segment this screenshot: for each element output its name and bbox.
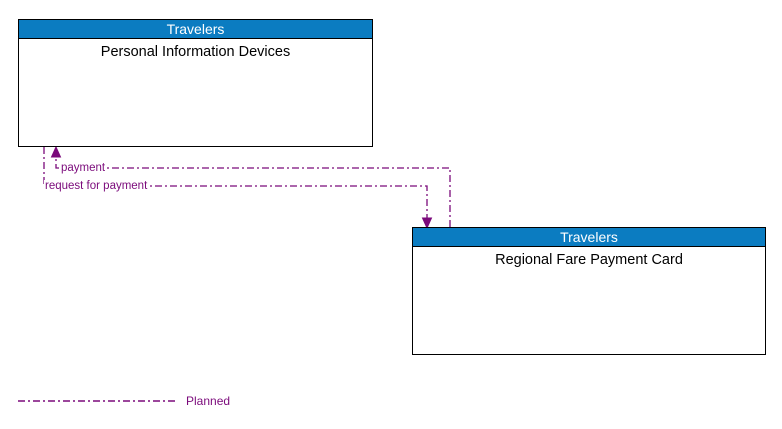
flow-label-payment[interactable]: payment [60,162,107,175]
legend-swatch-planned [18,392,178,410]
flow-request-for-payment[interactable] [43,147,433,230]
flow-request-for-payment-line [43,147,428,220]
legend: Planned [18,392,278,414]
flow-payment-line [55,155,451,227]
flow-payment-arrowhead [50,145,62,158]
element-stakeholder-header: Travelers [19,20,372,39]
legend-label-planned: Planned [186,394,231,408]
element-personal-information-devices[interactable]: Travelers Personal Information Devices [18,19,373,147]
element-title: Regional Fare Payment Card [495,252,683,268]
element-stakeholder-header: Travelers [413,228,765,247]
flow-label-request-for-payment[interactable]: request for payment [44,180,149,193]
flow-payment[interactable] [50,145,451,227]
element-regional-fare-payment-card[interactable]: Travelers Regional Fare Payment Card [412,227,766,355]
element-title: Personal Information Devices [100,44,291,60]
flow-request-for-payment-arrowhead [421,217,433,230]
